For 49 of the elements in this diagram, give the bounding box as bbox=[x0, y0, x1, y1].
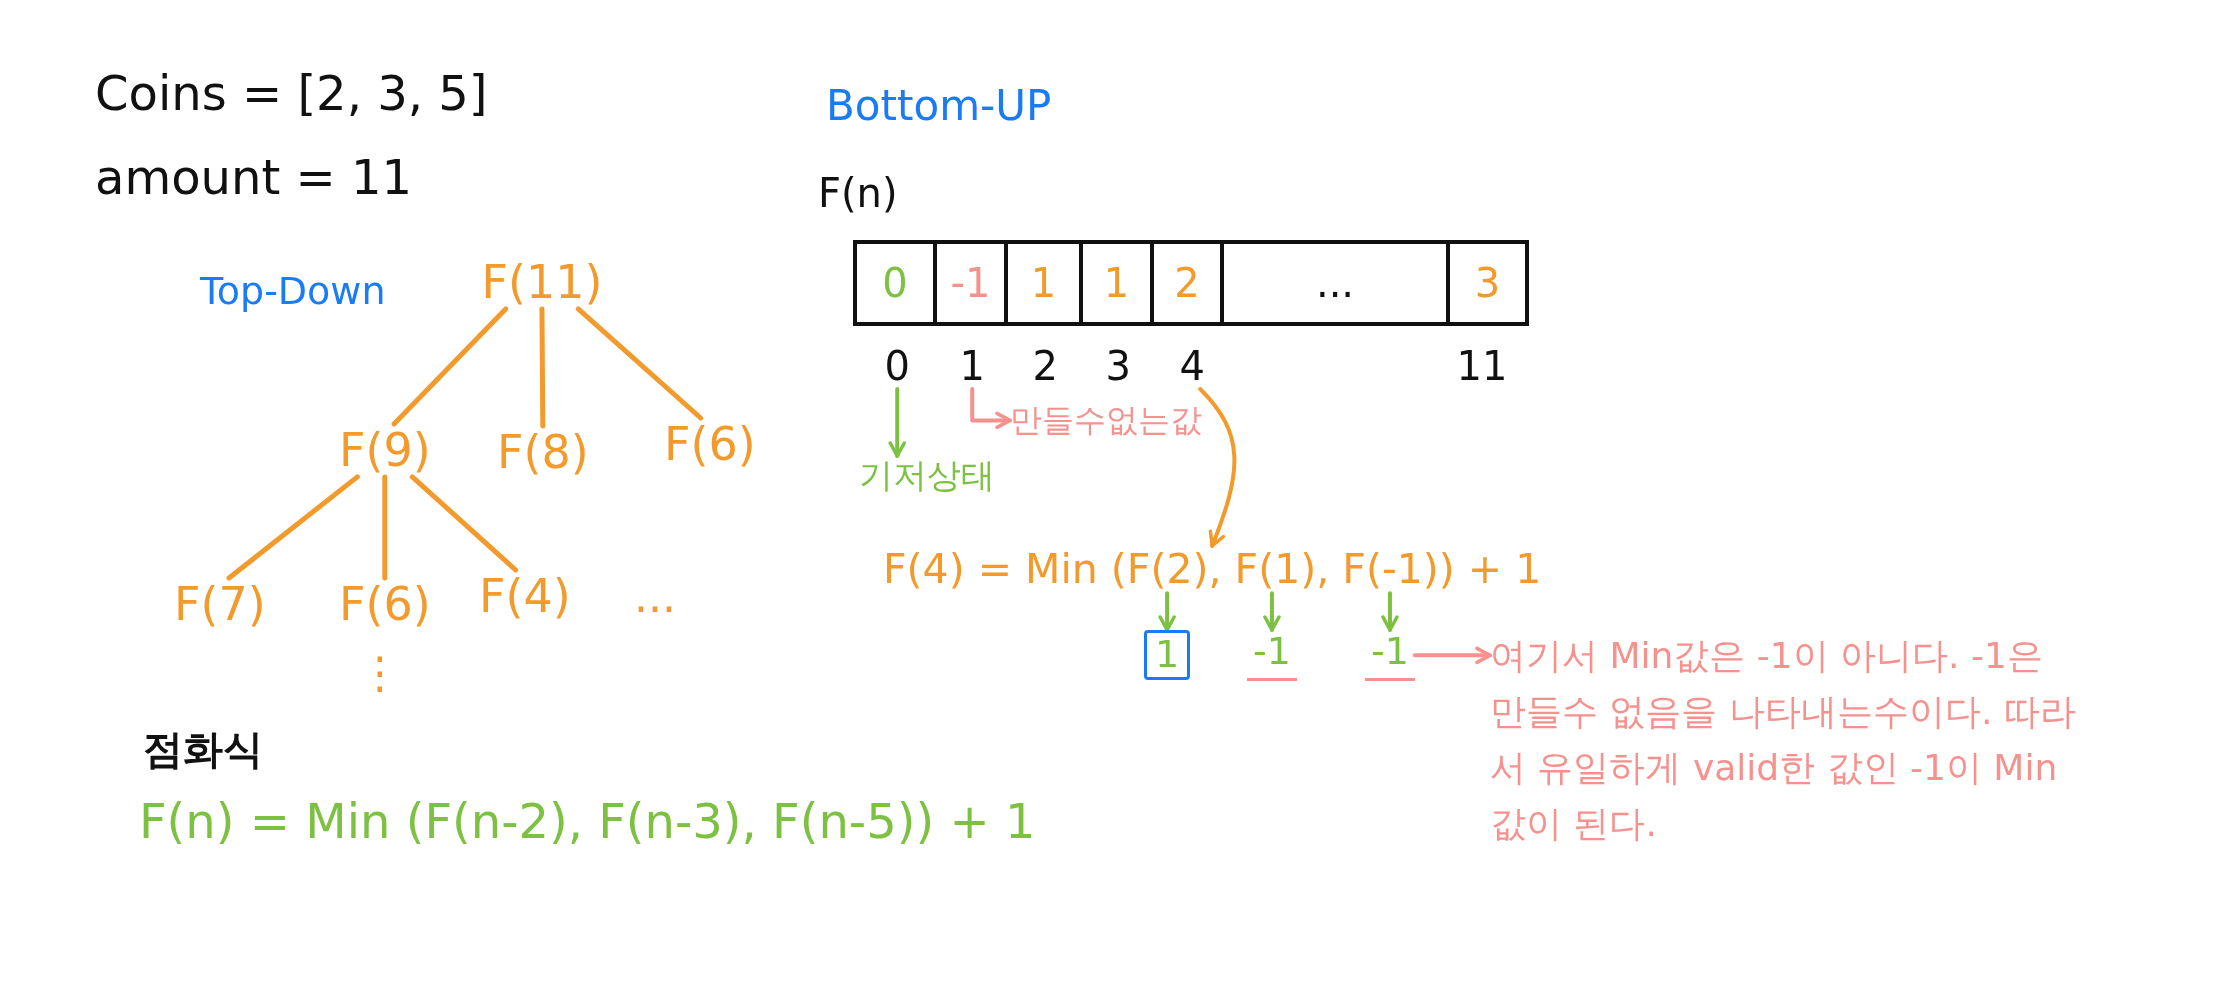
table-cell: 2 bbox=[1154, 244, 1224, 322]
hook-arrow bbox=[970, 387, 1012, 430]
index-label: 4 bbox=[1179, 343, 1205, 389]
branch-line bbox=[539, 306, 546, 429]
index-label: 3 bbox=[1105, 343, 1131, 389]
arrow bbox=[1158, 591, 1176, 632]
table-cell: ... bbox=[1224, 244, 1450, 322]
variable-definition: amount = 11 bbox=[95, 150, 412, 206]
recursion-call-label: F(9) bbox=[339, 424, 431, 477]
index-label: 0 bbox=[884, 343, 910, 389]
recursion-call-label: F(6) bbox=[339, 578, 431, 631]
variable-definition: Coins = [2, 3, 5] bbox=[95, 66, 488, 122]
section-heading: Top-Down bbox=[200, 270, 386, 314]
underlined-value: -1 bbox=[1247, 630, 1297, 681]
arrow bbox=[888, 387, 906, 458]
index-label: 11 bbox=[1456, 343, 1508, 389]
recursion-call-label: F(6) bbox=[664, 418, 756, 471]
recursion-call-label: F(8) bbox=[497, 426, 589, 479]
annotation-text: 기저상태 bbox=[859, 456, 995, 496]
ellipsis: ⋮ bbox=[358, 648, 402, 699]
section-heading: Bottom-UP bbox=[826, 82, 1052, 131]
recursion-call-label: F(4) bbox=[479, 570, 571, 623]
section-heading: 점화식 bbox=[143, 726, 263, 772]
curved-arrow bbox=[1198, 387, 1237, 548]
arrow bbox=[1263, 591, 1281, 632]
branch-line bbox=[226, 474, 360, 581]
index-label: 2 bbox=[1032, 343, 1058, 389]
array-label: F(n) bbox=[818, 170, 898, 216]
note-text: 여기서 Min값은 -1이 아니다. -1은 만들수 없음을 나타내는수이다. 따라서 유일하게 valid한 값인 -1이 Min 값이 된다. bbox=[1490, 628, 2090, 852]
table-cell: 0 bbox=[857, 244, 937, 322]
formula-text: F(n) = Min (F(n-2), F(n-3), F(n-5)) + 1 bbox=[139, 794, 1036, 850]
branch-line bbox=[575, 306, 704, 421]
recursion-call-label: F(7) bbox=[174, 578, 266, 631]
branch-line bbox=[382, 474, 388, 581]
table-cell: 1 bbox=[1083, 244, 1154, 322]
table-cell: -1 bbox=[937, 244, 1008, 322]
index-label: 1 bbox=[959, 343, 985, 389]
highlighted-value: 1 bbox=[1144, 630, 1191, 680]
formula-text: F(4) = Min (F(2), F(1), F(-1)) + 1 bbox=[883, 546, 1542, 594]
underlined-value: -1 bbox=[1365, 630, 1415, 681]
branch-line bbox=[409, 474, 519, 573]
table-cell: 1 bbox=[1008, 244, 1083, 322]
recursion-call-label: F(11) bbox=[481, 256, 603, 309]
branch-line bbox=[391, 306, 509, 427]
ellipsis: ... bbox=[634, 572, 676, 623]
annotation-text: 만들수없는값 bbox=[1010, 402, 1202, 439]
arrow bbox=[1412, 646, 1492, 665]
table-cell-text: 3 bbox=[1473, 259, 1502, 308]
arrow bbox=[1381, 591, 1399, 632]
